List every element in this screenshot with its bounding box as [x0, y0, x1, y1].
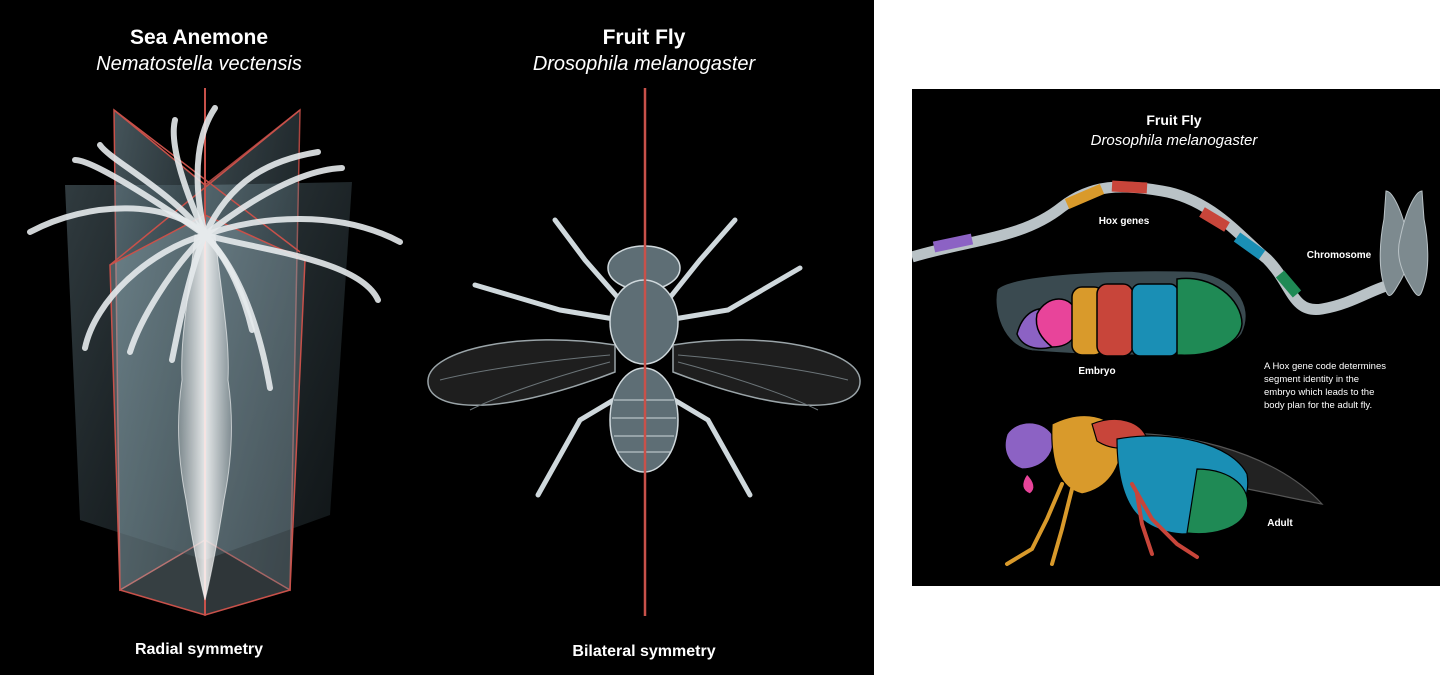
symmetry-panel: Sea Anemone Nematostella vectensis: [0, 0, 874, 675]
embryo-illustration: [995, 269, 1248, 357]
hox-genes-label: Hox genes: [1099, 216, 1150, 227]
hox-panel-title: Fruit Fly: [1146, 112, 1201, 128]
anemone-title: Sea Anemone: [130, 26, 268, 49]
adult-fly-illustration: [1004, 415, 1324, 566]
hox-panel-species: Drosophila melanogaster: [1091, 132, 1259, 149]
dna-strand: [912, 180, 1392, 315]
chromosome-label: Chromosome: [1307, 250, 1372, 261]
sea-anemone-illustration: [27, 88, 403, 617]
anemone-species: Nematostella vectensis: [96, 53, 302, 75]
chromosome-shape: [1379, 190, 1429, 296]
description-line-3: embryo which leads to the: [1264, 387, 1374, 398]
fly-title: Fruit Fly: [603, 26, 686, 49]
description-line-2: segment identity in the: [1264, 374, 1359, 385]
hox-gene-panel: Fruit Fly Drosophila melanogaster Hox ge…: [912, 89, 1440, 586]
adult-label: Adult: [1267, 518, 1293, 529]
hox-gene-illustration: Fruit Fly Drosophila melanogaster Hox ge…: [912, 112, 1429, 566]
bilateral-symmetry-caption: Bilateral symmetry: [572, 643, 715, 660]
description-line-4: body plan for the adult fly.: [1264, 400, 1372, 411]
fly-species: Drosophila melanogaster: [533, 53, 757, 75]
description-line-1: A Hox gene code determines: [1264, 361, 1386, 372]
embryo-label: Embryo: [1078, 366, 1115, 377]
symmetry-illustration: Sea Anemone Nematostella vectensis: [27, 26, 861, 660]
hox-description: A Hox gene code determines segment ident…: [1264, 361, 1386, 411]
radial-symmetry-caption: Radial symmetry: [135, 641, 263, 658]
